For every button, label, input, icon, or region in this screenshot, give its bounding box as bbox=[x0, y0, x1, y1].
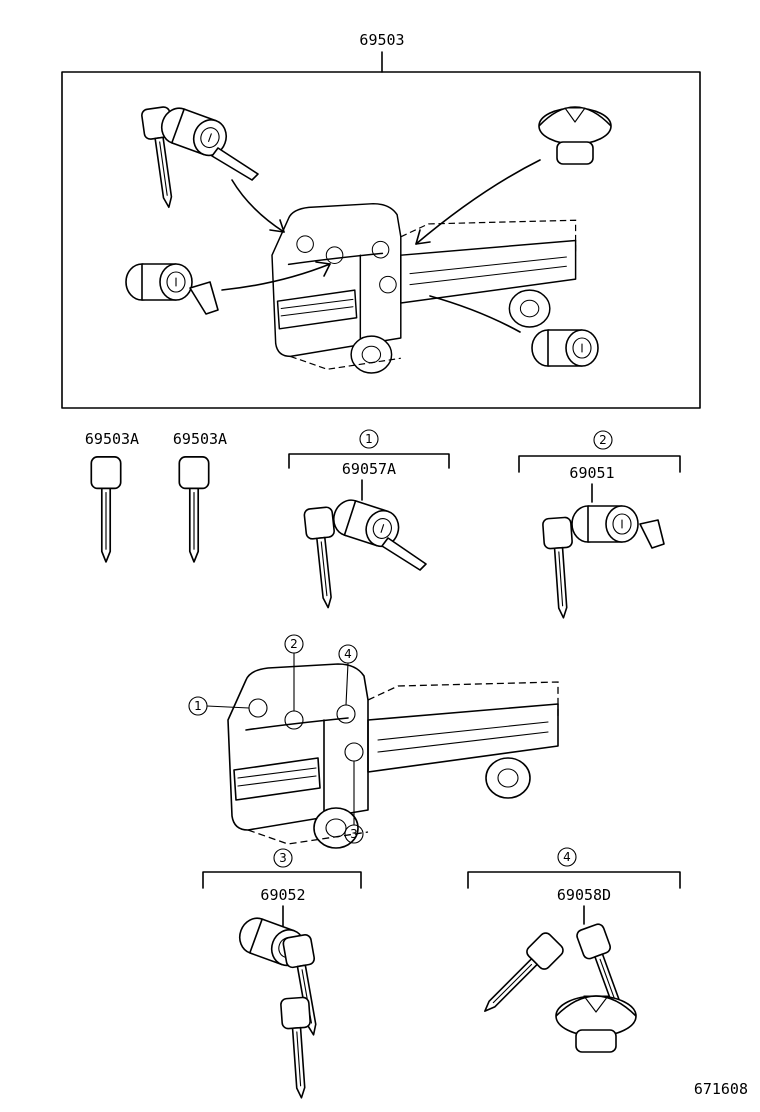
callout-1-number: 1 bbox=[365, 432, 373, 446]
assembly-frame bbox=[61, 71, 701, 409]
assembly-arrows bbox=[221, 159, 541, 333]
lock-3-bracket bbox=[202, 871, 362, 889]
lock-1-bracket bbox=[288, 453, 450, 469]
location-3-spot bbox=[344, 742, 364, 762]
lock-2-part-number: 69051 bbox=[569, 464, 614, 482]
lock-3-illustration bbox=[234, 912, 329, 1100]
lock-2-bracket bbox=[518, 455, 681, 473]
location-1-spot bbox=[248, 698, 268, 718]
lock-1-part-number: 69057A bbox=[342, 460, 396, 478]
lock-4-part-number: 69058D bbox=[557, 886, 611, 904]
callout-3-circle bbox=[273, 848, 293, 868]
key-b-part-number: 69503A bbox=[173, 430, 227, 448]
assembly-ignition-lock-illustration bbox=[140, 102, 259, 210]
lock-1-illustration bbox=[302, 495, 427, 610]
truck-callout-2-number: 2 bbox=[290, 637, 298, 651]
figure-id: 671608 bbox=[694, 1080, 748, 1098]
assembly-fuel-cap-illustration bbox=[538, 106, 612, 165]
callout-1-circle bbox=[359, 429, 379, 449]
key-a-illustration bbox=[90, 456, 122, 563]
truck-callout-3-number: 3 bbox=[350, 827, 358, 841]
callout-3-number: 3 bbox=[279, 851, 287, 865]
lock-4-bracket bbox=[467, 871, 681, 889]
lock-2-illustration bbox=[541, 505, 665, 620]
lock-4-illustration bbox=[474, 921, 637, 1053]
assembly-truck-illustration bbox=[271, 202, 577, 374]
assembly-side-lock-illustration bbox=[531, 329, 599, 367]
callout-2-circle bbox=[593, 430, 613, 450]
key-a-part-number: 69503A bbox=[85, 430, 139, 448]
lock-3-part-number: 69052 bbox=[260, 886, 305, 904]
callout-4-circle bbox=[557, 847, 577, 867]
location-4-spot bbox=[336, 704, 356, 724]
assembly-part-number: 69503 bbox=[359, 31, 404, 49]
callout-4-number: 4 bbox=[563, 850, 571, 864]
location-truck-illustration bbox=[227, 663, 559, 849]
key-b-illustration bbox=[178, 456, 210, 563]
truck-callout-4-number: 4 bbox=[344, 647, 352, 661]
truck-callout-1-number: 1 bbox=[194, 699, 202, 713]
location-2-spot bbox=[284, 710, 304, 730]
callout-2-number: 2 bbox=[599, 433, 607, 447]
assembly-door-lock-illustration bbox=[125, 263, 219, 315]
